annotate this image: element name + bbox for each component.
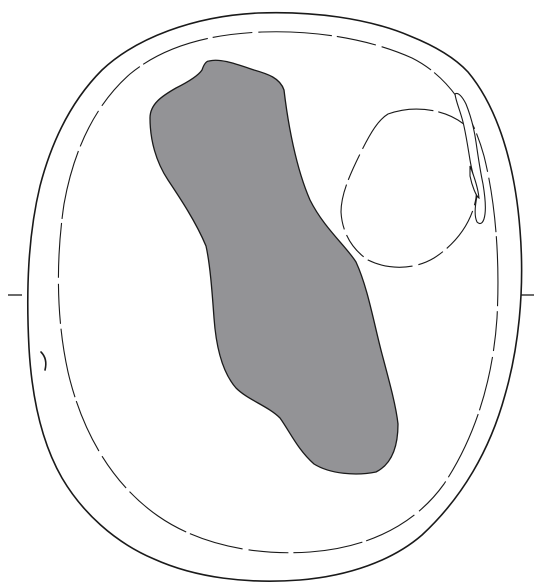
shaded-region <box>150 60 398 474</box>
secondary-contour <box>341 109 477 267</box>
left-edge-notch <box>41 352 46 370</box>
right-edge-fragment <box>455 93 485 223</box>
